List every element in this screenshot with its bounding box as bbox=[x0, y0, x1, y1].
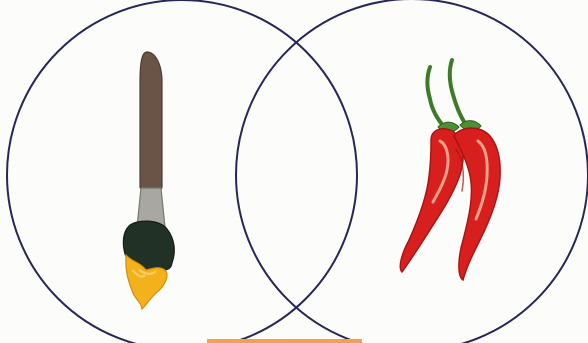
paintbrush-icon bbox=[123, 52, 174, 309]
chili-peppers-icon bbox=[400, 60, 500, 280]
overlap-label-bar bbox=[207, 339, 362, 343]
left-circle bbox=[7, 0, 357, 343]
right-circle bbox=[236, 0, 588, 343]
